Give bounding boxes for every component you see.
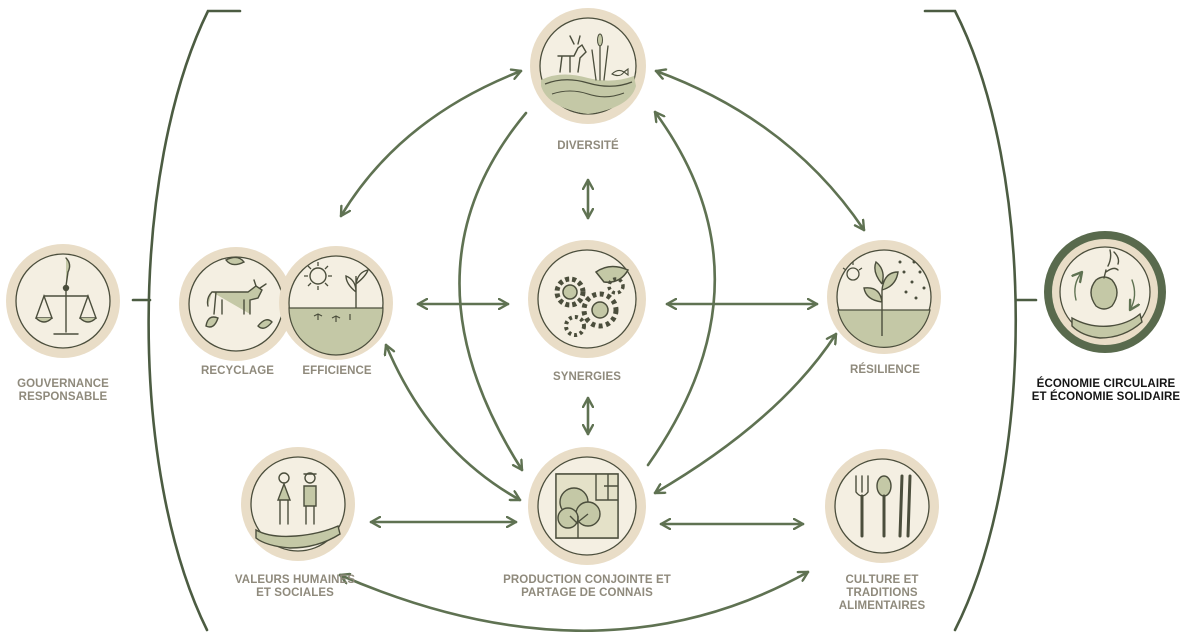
arrows <box>338 71 866 632</box>
right-bracket <box>923 9 1038 632</box>
label-recyclage-line-1: RECYCLAGE <box>200 365 275 377</box>
label-resilience: RÉSILIENCE <box>830 364 940 377</box>
label-economie-line-2: ET ÉCONOMIE SOLIDAIRE <box>1031 391 1181 403</box>
people-in-hand-icon <box>255 472 341 549</box>
node-resilience <box>827 240 941 354</box>
label-efficience-line-1: EFFICIENCE <box>302 365 372 377</box>
fork-spoon-chopsticks-icon <box>855 474 912 538</box>
arrow-production-resilience <box>653 332 838 495</box>
left-bracket <box>131 9 242 632</box>
node-culture <box>825 449 939 563</box>
label-production-line-1: PRODUCTION CONJOINTE ET <box>503 574 671 586</box>
label-diversite-line-1: DIVERSITÉ <box>557 140 619 152</box>
label-culture: CULTURE ET TRADITIONS ALIMENTAIRES <box>817 574 947 613</box>
cow-leaves-icon <box>205 256 273 329</box>
node-recyclage <box>179 247 293 361</box>
node-valeurs <box>241 447 355 561</box>
label-culture-line-2: TRADITIONS <box>846 587 918 599</box>
node-diversite <box>530 8 646 124</box>
node-economie <box>1044 231 1166 353</box>
label-diversite: DIVERSITÉ <box>538 140 638 153</box>
label-valeurs-line-1: VALEURS HUMAINES <box>234 574 356 586</box>
arrow-efficience-production <box>386 343 522 502</box>
arrow-valeurs-culture <box>338 570 810 632</box>
label-culture-line-1: CULTURE ET <box>845 574 919 586</box>
label-efficience: EFFICIENCE <box>287 365 387 378</box>
label-economie-line-1: ÉCONOMIE CIRCULAIRE <box>1036 378 1176 390</box>
arrow-diversite-efficience <box>339 71 523 218</box>
label-gouvernance-line-1: GOUVERNANCE <box>17 378 109 390</box>
node-synergies <box>528 240 646 358</box>
label-gouvernance: GOUVERNANCE RESPONSABLE <box>3 378 123 404</box>
label-recyclage: RECYCLAGE <box>190 365 285 378</box>
label-production: PRODUCTION CONJOINTE ET PARTAGE DE CONNA… <box>477 574 697 600</box>
node-production <box>528 447 646 565</box>
arrow-production-diversite-right <box>646 110 717 467</box>
label-resilience-line-1: RÉSILIENCE <box>849 364 920 376</box>
gears-icon <box>554 265 630 337</box>
arrow-diversite-resilience <box>654 71 866 232</box>
arrow-diversite-production-left <box>458 111 528 472</box>
apple-cycle-hand-icon <box>1072 249 1143 339</box>
label-culture-line-3: ALIMENTAIRES <box>838 600 926 612</box>
label-economie: ÉCONOMIE CIRCULAIRE ET ÉCONOMIE SOLIDAIR… <box>1020 378 1192 404</box>
goat-bird-wetland-icon <box>541 33 636 114</box>
tree-window-icon <box>555 473 619 539</box>
label-synergies: SYNERGIES <box>537 371 637 384</box>
label-valeurs: VALEURS HUMAINES ET SOCIALES <box>210 574 380 600</box>
node-efficience <box>279 246 393 360</box>
label-synergies-line-1: SYNERGIES <box>552 371 621 383</box>
label-gouvernance-line-2: RESPONSABLE <box>18 391 108 403</box>
label-valeurs-line-2: ET SOCIALES <box>256 587 334 599</box>
label-production-line-2: PARTAGE DE CONNAIS <box>521 587 653 599</box>
sun-rain-plant-icon <box>837 260 931 348</box>
balance-scale-icon <box>35 257 97 335</box>
node-gouvernance <box>6 244 120 358</box>
sun-seedlings-icon <box>288 262 384 356</box>
